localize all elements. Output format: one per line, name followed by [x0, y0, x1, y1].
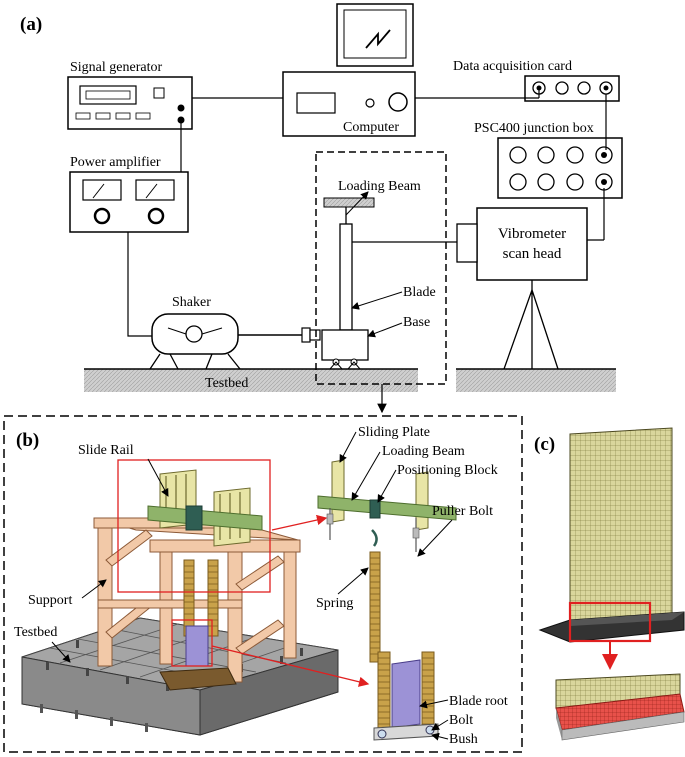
signal-generator-label: Signal generator [70, 60, 162, 75]
shaker-unit [149, 313, 321, 370]
loading-beam-assembly-detail [317, 459, 457, 663]
spring-label: Spring [316, 596, 353, 611]
panel-b-tag: (b) [16, 430, 39, 451]
blade-setup-dashed-box [315, 151, 447, 385]
support-label: Support [28, 593, 72, 608]
springs-b [183, 559, 219, 637]
monitor-icon [336, 3, 414, 67]
blade-a [339, 207, 353, 331]
signal-generator-unit [67, 76, 193, 130]
computer-label: Computer [343, 120, 399, 135]
blade-root-highlight [171, 619, 213, 667]
slide-rail-label: Slide Rail [78, 443, 134, 458]
vibrometer-scan-head-unit: Vibrometer scan head [456, 207, 588, 370]
base-label: Base [403, 315, 430, 330]
bush-label: Bush [449, 732, 478, 747]
blade-label: Blade [403, 285, 436, 300]
blade-root-label: Blade root [449, 694, 508, 709]
positioning-block-b [185, 505, 203, 531]
testbed-label-a: Testbed [205, 376, 248, 391]
panel-b-dashed-box [3, 415, 523, 753]
loading-beam-label-a: Loading Beam [338, 179, 421, 194]
loading-beam-label-b: Loading Beam [382, 444, 465, 459]
panel-b: (b) [3, 415, 523, 753]
power-amplifier-unit [69, 171, 189, 233]
testbed-label-b: Testbed [14, 625, 57, 640]
bolt-label: Bolt [449, 713, 473, 728]
panel-c: (c) [534, 427, 685, 741]
loading-beam-a [323, 197, 375, 208]
panel-c-tag: (c) [534, 434, 555, 455]
sliding-plate-label: Sliding Plate [358, 425, 430, 440]
panel-a-tag: (a) [20, 14, 42, 35]
blade-b [185, 625, 209, 667]
vibrometer-label-line2: scan head [503, 246, 562, 262]
shaker-label: Shaker [172, 295, 211, 310]
zoomed-blade-root [555, 673, 685, 741]
base-plate-b [159, 667, 237, 691]
psc400-junction-box-label: PSC400 junction box [474, 121, 594, 136]
vibrometer-label-line1: Vibrometer [498, 226, 566, 242]
slide-rail-highlight [117, 459, 271, 593]
testbed-ground-left [84, 369, 418, 392]
psc400-junction-box-unit [497, 137, 623, 199]
blade-root-detail [373, 651, 439, 741]
puller-bolt-label: Puller Bolt [432, 504, 493, 519]
data-acquisition-card-unit [524, 75, 620, 102]
panel-a: (a) Computer Signal generator [20, 3, 623, 414]
power-amplifier-label: Power amplifier [70, 155, 161, 170]
base-a [321, 329, 369, 370]
loading-beam-b [147, 505, 263, 531]
computer-unit: Computer [282, 71, 416, 137]
data-acquisition-card-label: Data acquisition card [453, 59, 572, 74]
positioning-block-label: Positioning Block [397, 463, 498, 478]
meshed-blade [569, 427, 673, 627]
testbed-ground-right [456, 369, 616, 392]
